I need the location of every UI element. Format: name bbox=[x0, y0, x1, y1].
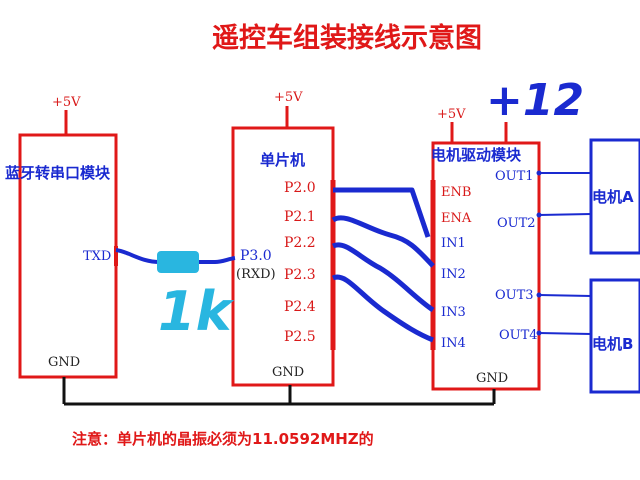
bluetooth-power-label: +5V bbox=[52, 95, 81, 110]
motor-b-label: 电机B bbox=[592, 335, 633, 353]
mcu-rxd-label: (RXD) bbox=[236, 267, 276, 282]
wire-p23-in2 bbox=[331, 274, 434, 343]
resistor-1k bbox=[157, 251, 199, 273]
wire-p20-enb bbox=[333, 187, 431, 238]
driver-power-label: +5V bbox=[437, 107, 466, 122]
wire-p21-ena bbox=[331, 215, 435, 268]
driver-module: +5V 电机驱动模块 ENB ENA IN1 IN2 IN3 IN4 OUT1 … bbox=[430, 107, 541, 391]
driver-pin-in2: IN2 bbox=[441, 267, 466, 282]
mcu-pin-p23: P2.3 bbox=[284, 267, 316, 283]
mcu-pin-p25: P2.5 bbox=[284, 329, 316, 345]
driver-pin-in4: IN4 bbox=[441, 336, 466, 351]
motor-b-box bbox=[589, 278, 640, 394]
mcu-pin-p22: P2.2 bbox=[284, 235, 316, 251]
wire-p22-in1 bbox=[331, 242, 435, 313]
mcu-module: +5V 单片机 P2.0 P2.1 P2.2 P2.3 P2.4 P2.5 P3… bbox=[231, 90, 336, 387]
bluetooth-txd-label: TXD bbox=[83, 249, 111, 264]
mcu-pin-p21: P2.1 bbox=[284, 209, 316, 225]
bluetooth-module: +5V 蓝牙转串口模块 TXD GND bbox=[5, 95, 118, 379]
bluetooth-gnd-label: GND bbox=[48, 355, 80, 370]
motor-a-box bbox=[589, 138, 640, 255]
plus12-handwritten: +12 bbox=[486, 75, 584, 126]
driver-pin-ena: ENA bbox=[441, 211, 472, 226]
driver-pin-out1: OUT1 bbox=[495, 169, 534, 184]
resistor-1k-handwritten: 1k bbox=[158, 280, 235, 343]
mcu-pin-p20: P2.0 bbox=[284, 180, 316, 196]
driver-pin-out4: OUT4 bbox=[499, 328, 538, 343]
mcu-pin-p24: P2.4 bbox=[284, 299, 316, 315]
wire-out4 bbox=[538, 332, 592, 335]
out1-pin bbox=[536, 170, 542, 176]
out2-pin bbox=[536, 212, 542, 218]
driver-gnd-label: GND bbox=[476, 371, 508, 386]
mcu-name: 单片机 bbox=[260, 151, 305, 169]
driver-pin-enb: ENB bbox=[441, 185, 471, 200]
driver-pin-out3: OUT3 bbox=[495, 288, 534, 303]
driver-pin-in1: IN1 bbox=[441, 236, 466, 251]
ground-bus bbox=[62, 377, 496, 406]
wire-out3 bbox=[538, 294, 592, 297]
wire-resistor-to-p30 bbox=[199, 256, 236, 264]
mcu-pin-p30: P3.0 bbox=[240, 248, 272, 264]
driver-pin-in3: IN3 bbox=[441, 305, 466, 320]
wire-txd-to-resistor bbox=[115, 248, 161, 264]
wire-out2 bbox=[538, 213, 592, 216]
diagram-title: 遥控车组装接线示意图 bbox=[212, 22, 482, 54]
driver-pin-out2: OUT2 bbox=[497, 216, 536, 231]
mcu-gnd-label: GND bbox=[272, 365, 304, 380]
crystal-note: 注意：单片机的晶振必须为11.0592MHZ的 bbox=[72, 430, 374, 448]
out3-pin bbox=[536, 292, 542, 298]
driver-name: 电机驱动模块 bbox=[431, 146, 522, 164]
out4-pin bbox=[536, 330, 542, 336]
mcu-power-label: +5V bbox=[274, 90, 303, 105]
bluetooth-module-name: 蓝牙转串口模块 bbox=[5, 164, 111, 182]
motor-a-label: 电机A bbox=[592, 188, 634, 206]
